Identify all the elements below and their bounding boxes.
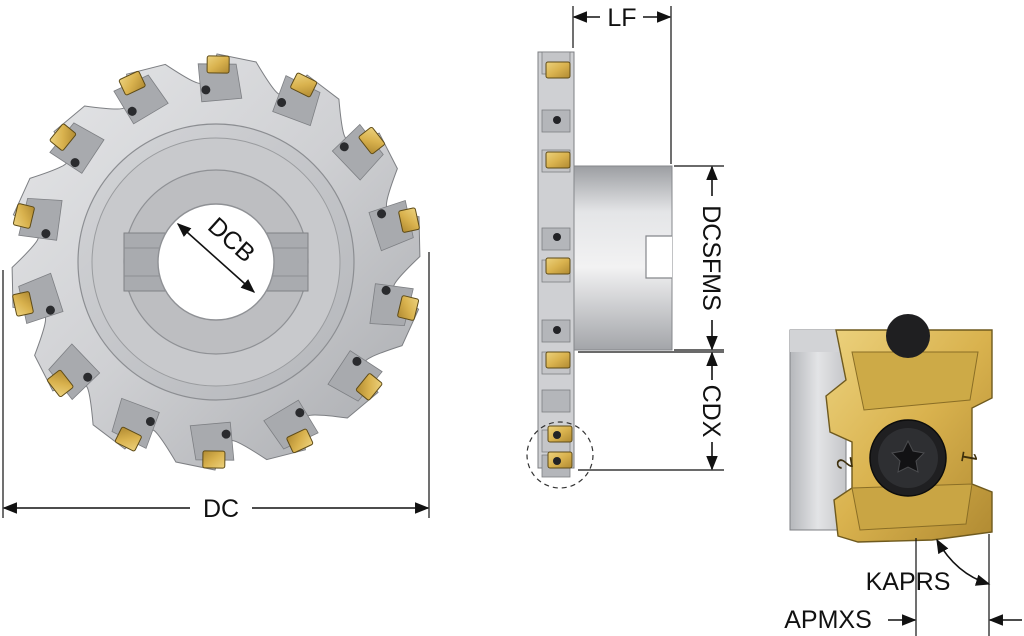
insert-tip	[358, 126, 385, 155]
insert-screw	[377, 209, 387, 219]
apmxs-label: APMXS	[784, 606, 872, 634]
cutter-side-view	[526, 51, 673, 489]
side-insert	[545, 351, 571, 369]
insert-screw	[381, 285, 391, 295]
insert-ring	[12, 55, 420, 469]
insert-screw	[145, 416, 155, 426]
insert-tip	[398, 207, 420, 233]
side-screw	[553, 233, 561, 241]
cutting-insert	[12, 197, 63, 241]
insert-tip	[118, 70, 146, 96]
cutting-insert	[272, 72, 321, 127]
dcsfms-dimension: DCSFMS	[674, 165, 725, 351]
cutting-insert	[12, 272, 64, 325]
cutting-insert	[111, 397, 160, 452]
cutting-insert	[47, 343, 101, 401]
cutting-insert	[327, 350, 383, 402]
side-insert	[545, 61, 571, 79]
drive-slot	[645, 235, 672, 279]
insert-tip	[286, 428, 314, 454]
cutting-insert	[331, 123, 385, 181]
side-screw	[553, 326, 561, 334]
cutting-insert	[263, 399, 319, 454]
insert-mark-2: 2	[831, 455, 858, 471]
kaprs-arc	[936, 538, 991, 586]
detail-marker-circle	[526, 421, 594, 489]
insert-screw	[277, 98, 287, 108]
cutter-front-view	[11, 53, 421, 471]
insert-screw	[127, 106, 137, 116]
insert-screw	[352, 356, 362, 366]
cutting-insert	[189, 421, 235, 469]
cdx-label: CDX	[697, 385, 725, 438]
insert-screw	[41, 229, 51, 239]
insert-tip	[12, 203, 35, 229]
side-screw	[553, 116, 561, 124]
insert-tip	[12, 291, 34, 317]
cutting-insert	[197, 55, 243, 103]
apmxs-dimension: APMXS	[784, 606, 1022, 634]
kaprs-dimension: KAPRS	[866, 534, 991, 636]
cutting-insert	[368, 199, 420, 252]
insert-tip	[397, 295, 420, 321]
cutting-insert	[49, 122, 105, 174]
cutting-insert	[369, 283, 420, 327]
dc-label: DC	[203, 495, 239, 523]
torx-icon	[890, 439, 926, 473]
insert-tip	[49, 123, 77, 151]
dc-dimension: DC	[2, 252, 430, 523]
lf-label: LF	[607, 4, 636, 32]
side-screw	[553, 457, 561, 465]
detail-insert-chipbreaker	[851, 351, 979, 411]
insert-tip	[206, 55, 230, 74]
insert-screw	[83, 372, 93, 382]
insert-screw	[201, 85, 211, 95]
insert-screw	[70, 158, 80, 168]
insert-tip	[290, 72, 318, 98]
insert-mark-1: 1	[956, 449, 983, 465]
insert-detail-view: 2 1	[789, 314, 993, 543]
side-screw	[553, 431, 561, 439]
side-insert	[545, 151, 571, 169]
detail-top-screw	[886, 314, 930, 358]
insert-screw	[295, 408, 305, 418]
dcb-arrow-line	[176, 223, 256, 293]
insert-screw	[45, 305, 55, 315]
insert-screw	[339, 142, 349, 152]
insert-tip	[202, 450, 226, 469]
side-insert	[545, 257, 571, 275]
lf-dimension: LF	[572, 4, 672, 164]
side-insert-column	[541, 51, 573, 478]
side-pocket	[541, 389, 571, 413]
insert-tip	[47, 369, 74, 398]
insert-tip	[114, 426, 142, 452]
kaprs-label: KAPRS	[866, 568, 951, 596]
cdx-dimension: CDX	[578, 351, 725, 471]
insert-screw	[221, 429, 231, 439]
dcsfms-label: DCSFMS	[697, 205, 725, 311]
insert-tip	[355, 373, 383, 401]
cutting-insert	[113, 70, 169, 125]
